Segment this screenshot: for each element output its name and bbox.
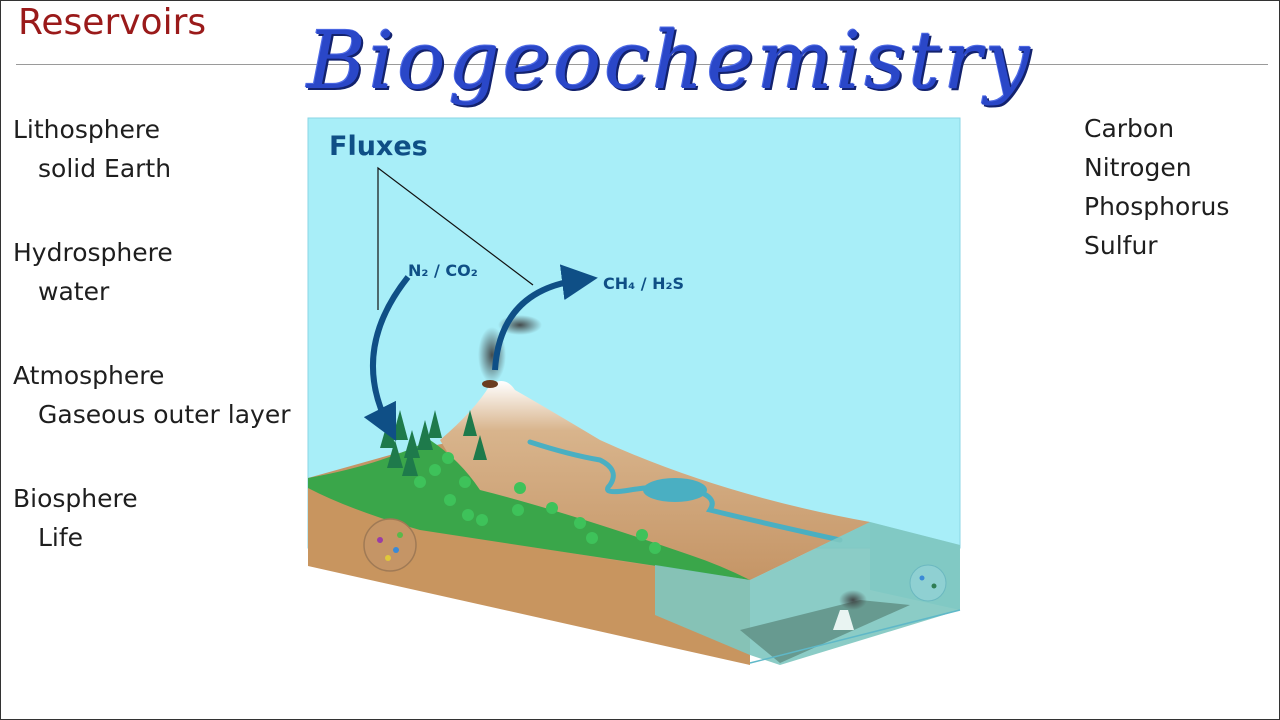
lake bbox=[643, 478, 707, 502]
reservoir-name: Hydrosphere bbox=[13, 238, 173, 267]
out-flux-label: CH₄ / H₂S bbox=[603, 274, 684, 293]
reservoir-description: Gaseous outer layer bbox=[38, 400, 291, 429]
element-item: Nitrogen bbox=[1084, 153, 1192, 182]
grassland bbox=[308, 440, 750, 580]
river bbox=[527, 439, 843, 543]
reservoir-name: Biosphere bbox=[13, 484, 138, 513]
section-heading: Reservoirs bbox=[18, 2, 207, 43]
main-title: Biogeochemistry bbox=[306, 14, 1033, 107]
reservoir-description: solid Earth bbox=[38, 154, 172, 183]
in-flux-arrow bbox=[363, 275, 411, 442]
vent-plume bbox=[839, 590, 867, 610]
element-list: Carbon Nitrogen Phosphorus Sulfur bbox=[1084, 109, 1229, 265]
reservoir-name: Lithosphere bbox=[13, 115, 161, 144]
microbe-specks bbox=[377, 532, 403, 561]
deciduous-trees bbox=[414, 452, 661, 554]
reservoir-name: Atmosphere bbox=[13, 361, 165, 390]
fluxes-label: Fluxes bbox=[329, 131, 428, 162]
in-flux-label: N₂ / CO₂ bbox=[408, 261, 478, 280]
soil-microbes-icon bbox=[363, 518, 417, 572]
heading-divider bbox=[16, 64, 1268, 65]
reservoir-list: Lithosphere solid Earth Hydrosphere wate… bbox=[13, 110, 290, 602]
hydrothermal-vent bbox=[833, 610, 854, 630]
reservoir-description: water bbox=[38, 277, 110, 306]
flux-bracket bbox=[377, 166, 534, 310]
reservoir-description: Life bbox=[38, 523, 84, 552]
sea-floor bbox=[740, 600, 910, 663]
marine-microbes-icon bbox=[909, 564, 947, 602]
ocean-front-edge bbox=[749, 609, 961, 664]
out-flux-arrow bbox=[492, 264, 598, 371]
volcano-crater bbox=[482, 380, 498, 388]
marine-microbe-specks bbox=[919, 575, 937, 589]
element-item: Sulfur bbox=[1084, 231, 1158, 260]
element-item: Carbon bbox=[1084, 114, 1175, 143]
element-item: Phosphorus bbox=[1084, 192, 1230, 221]
earth-system-diagram: Fluxes N₂ / CO₂ CH₄ / H₂S bbox=[307, 117, 961, 665]
